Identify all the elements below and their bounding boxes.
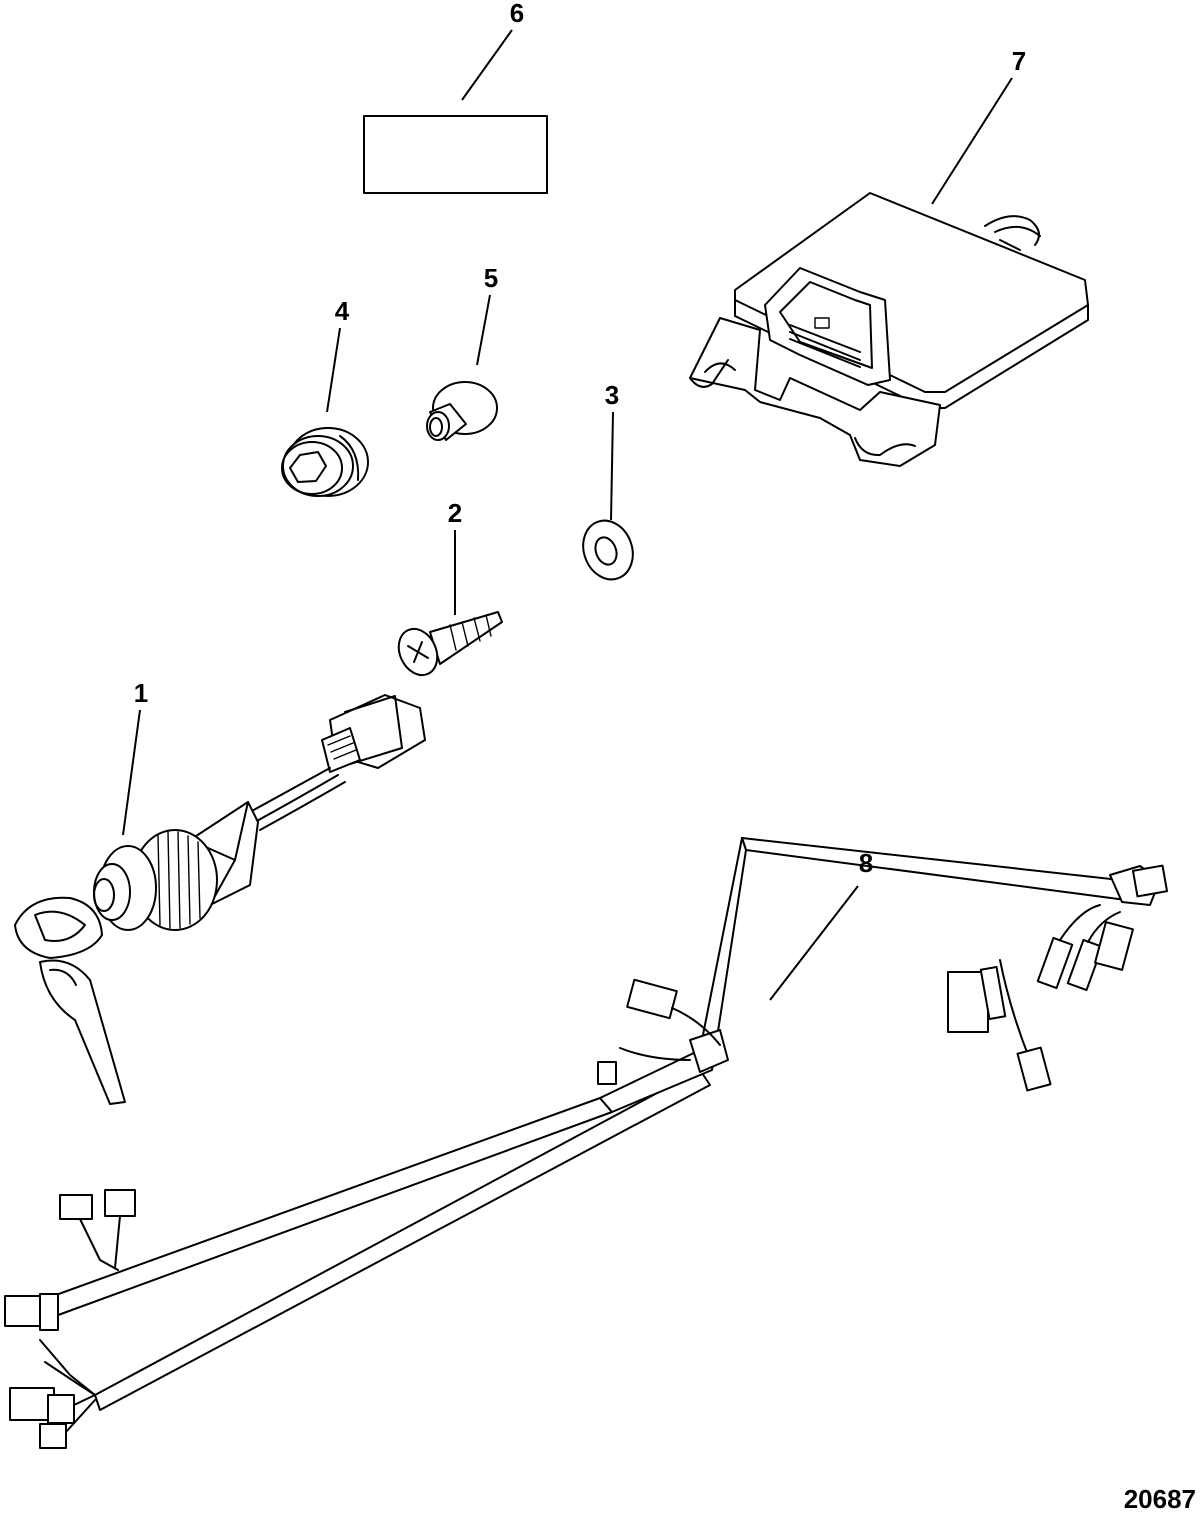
part-5-bushing [426, 381, 498, 441]
figure-id: 20687 [1124, 1484, 1196, 1514]
part-2-screw [397, 611, 503, 677]
part-4-plug [281, 427, 369, 497]
part-1-key-switch [14, 694, 426, 1105]
part-6-decal [363, 115, 548, 194]
leader-8 [769, 885, 859, 1001]
leader-6 [461, 29, 513, 101]
part-8-wiring-harness [4, 837, 1169, 1449]
callout-4: 4 [335, 296, 350, 326]
leader-4 [326, 327, 341, 413]
callout-2: 2 [448, 498, 462, 528]
leader-5 [476, 294, 491, 366]
callout-3: 3 [605, 380, 619, 410]
callout-6: 6 [510, 0, 524, 28]
part-3-washer [582, 519, 634, 581]
callout-7: 7 [1012, 46, 1026, 76]
callout-5: 5 [484, 263, 498, 293]
leader-1 [122, 709, 141, 836]
part-7-control-module [689, 192, 1089, 467]
leader-7 [931, 77, 1013, 205]
leader-3 [610, 411, 614, 521]
callout-8: 8 [859, 848, 873, 878]
callout-1: 1 [134, 678, 148, 708]
